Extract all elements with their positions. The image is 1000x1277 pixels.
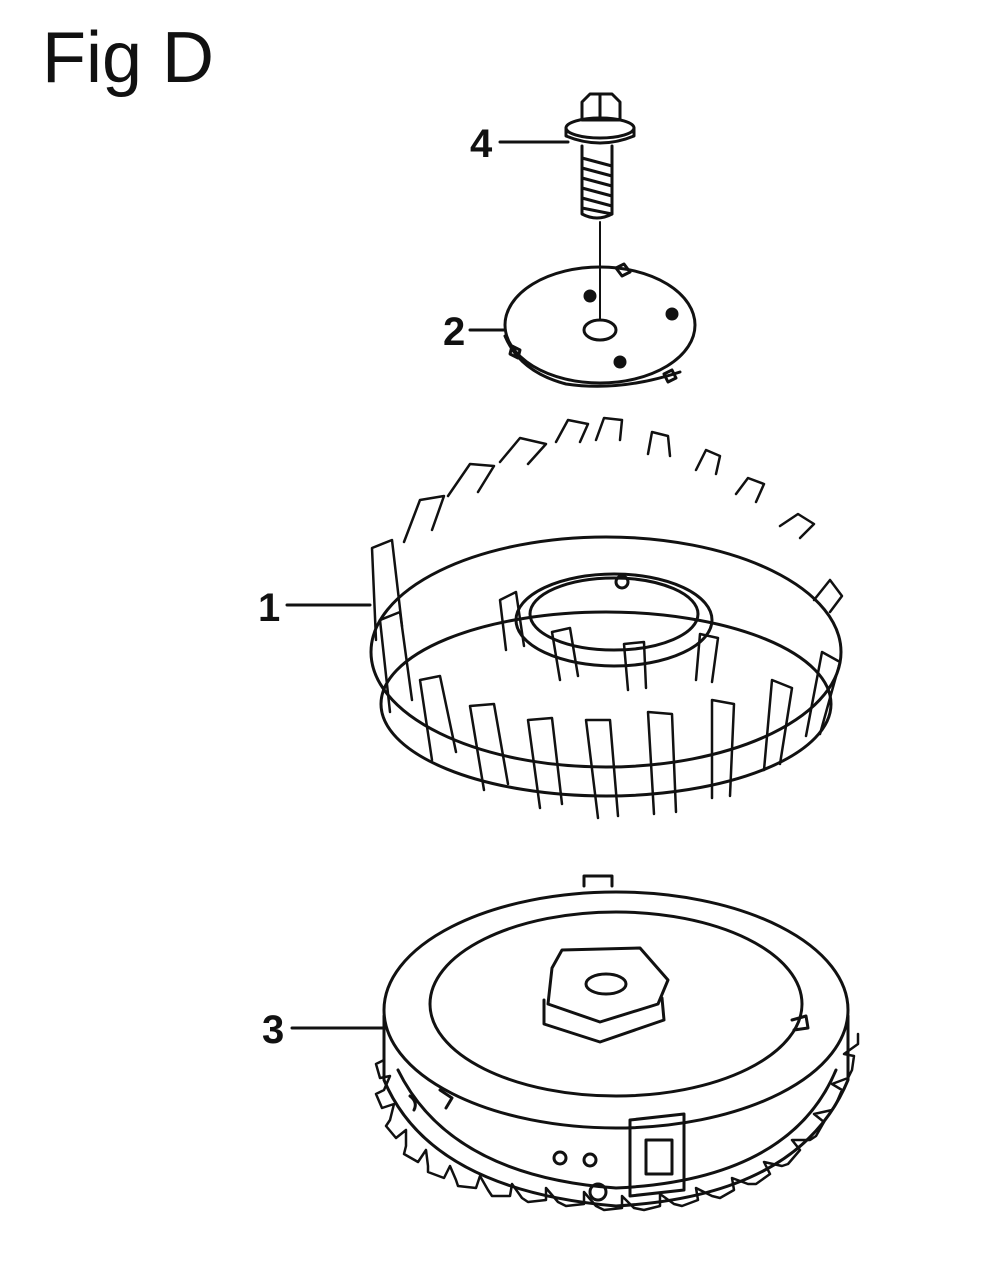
leader-lines <box>285 140 570 1030</box>
fan-plate <box>503 262 697 388</box>
figure-title: Fig D <box>42 18 215 98</box>
ring-gear-teeth <box>374 1032 860 1212</box>
cooling-fan <box>369 416 844 820</box>
callout-number-2: 2 <box>443 310 466 354</box>
callout-number-4: 4 <box>470 122 493 166</box>
fan-blades <box>370 416 844 820</box>
callout-number-3: 3 <box>262 1008 285 1052</box>
callout-number-1: 1 <box>258 586 281 630</box>
flange-bolt <box>564 92 636 321</box>
flywheel <box>374 874 860 1212</box>
